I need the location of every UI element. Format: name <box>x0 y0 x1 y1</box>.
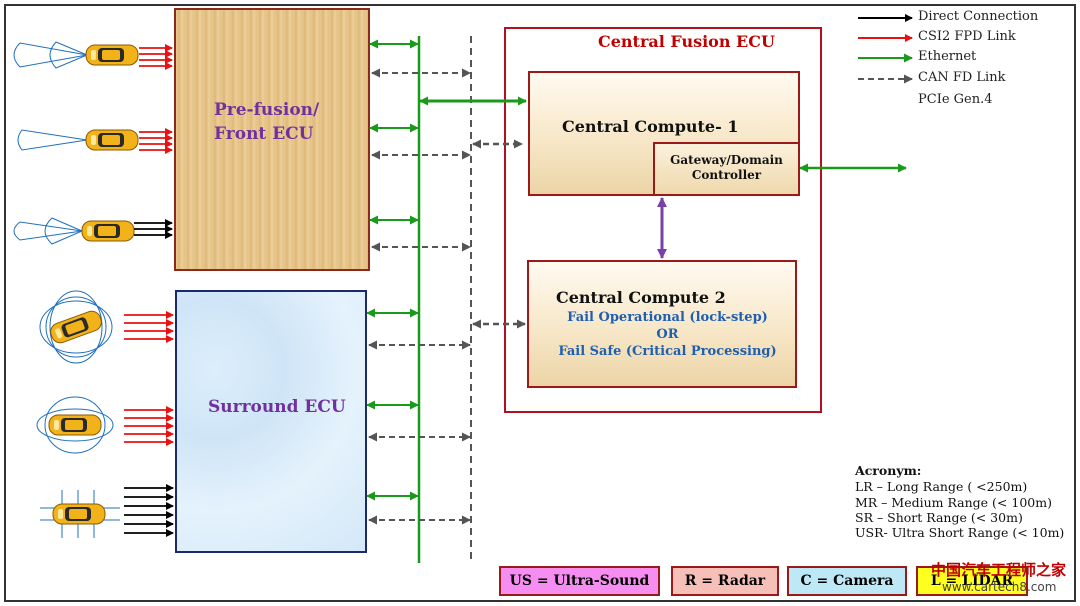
prefusion-title-line2: Front ECU <box>214 124 314 144</box>
acronym-title: Acronym: <box>855 463 922 478</box>
key-ultrasound: US = Ultra-Sound <box>499 566 660 596</box>
gateway-line2: Controller <box>691 168 762 182</box>
front-sensor-2 <box>17 129 88 151</box>
surround-sensor-1 <box>39 290 113 364</box>
prefusion-title-line1: Pre-fusion/ <box>214 100 320 120</box>
acronym-mr: MR – Medium Range (< 100m) <box>855 495 1052 510</box>
outer-frame <box>4 4 1076 602</box>
legend-ethernet-label: Ethernet <box>918 49 977 64</box>
compute2-line3: Fail Safe (Critical Processing) <box>558 344 777 359</box>
front-sensor-1-links <box>139 44 173 70</box>
central-compute-2-box <box>527 260 797 388</box>
prefusion-bus-links <box>369 39 471 252</box>
surround-bus-links <box>366 308 471 525</box>
surround-sensor-2 <box>36 396 114 454</box>
legend-csi2-label: CSI2 FPD Link <box>918 29 1016 44</box>
compute2-line1: Fail Operational (lock-step) <box>567 310 768 325</box>
surround-sensor-1-links <box>124 311 174 343</box>
legend-pcie-label: PCIe Gen.4 <box>918 92 993 107</box>
central-compute-2-title: Central Compute 2 <box>556 288 726 307</box>
front-sensor-1 <box>13 41 89 69</box>
compute2-line2: OR <box>656 327 679 342</box>
watermark-cn: 中国汽车工程师之家 <box>931 561 1067 579</box>
acronym-sr: SR – Short Range (< 30m) <box>855 510 1023 525</box>
gateway-title: Gateway/Domain Controller <box>653 153 800 183</box>
central-compute-1-title: Central Compute- 1 <box>562 117 739 136</box>
surround-ecu-title: Surround ECU <box>208 397 346 417</box>
watermark-url: www.cartech8.com <box>942 580 1057 594</box>
surround-sensor-3-links <box>124 484 174 537</box>
legend-canfd-label: CAN FD Link <box>918 70 1006 85</box>
surround-sensor-2-links <box>124 406 174 446</box>
central-compute-2-desc: Fail Operational (lock-step) OR Fail Saf… <box>527 309 808 360</box>
front-sensor-3 <box>13 217 84 245</box>
gateway-line1: Gateway/Domain <box>670 153 783 167</box>
central-fusion-ecu-title: Central Fusion ECU <box>598 32 775 51</box>
surround-ecu-box <box>175 290 367 553</box>
prefusion-ecu-title: Pre-fusion/ Front ECU <box>214 98 319 146</box>
key-camera: C = Camera <box>787 566 907 596</box>
legend-direct-label: Direct Connection <box>918 9 1039 24</box>
acronym-usr: USR- Ultra Short Range (< 10m) <box>855 525 1065 540</box>
prefusion-ecu-box <box>174 8 370 271</box>
front-sensor-2-links <box>139 128 173 154</box>
front-sensor-3-links <box>134 219 173 239</box>
acronym-lr: LR – Long Range ( <250m) <box>855 479 1028 494</box>
key-radar: R = Radar <box>671 566 779 596</box>
key-lidar: L = LIDAR <box>916 566 1028 596</box>
